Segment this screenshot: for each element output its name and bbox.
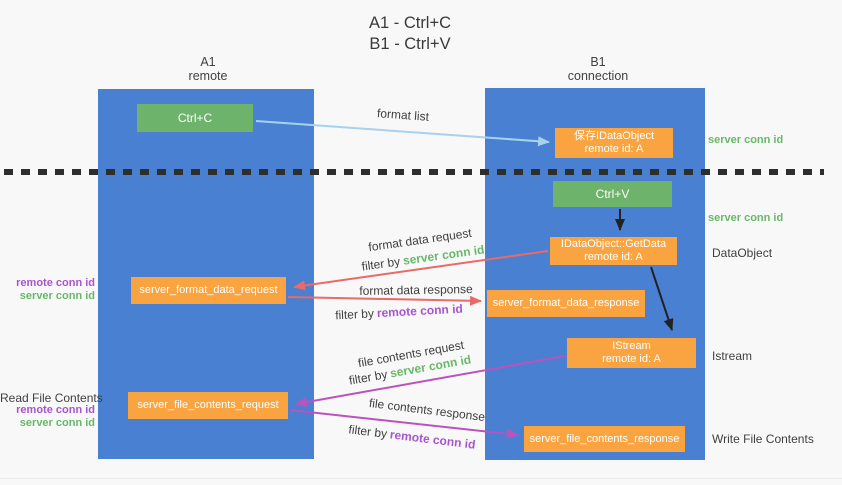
column-b1-role: connection xyxy=(567,69,629,83)
server-file-contents-request-box: server_file_contents_request xyxy=(128,392,288,419)
save-idataobject-box: 保存IDataObject remote id: A xyxy=(555,128,673,158)
server-format-data-request-label: server_format_data_request xyxy=(139,284,278,296)
file-contents-response-filter-label: filter byremote conn id xyxy=(348,422,476,451)
read-file-contents-label: Read File Contents xyxy=(0,391,103,405)
server-format-data-response-box: server_format_data_response xyxy=(487,290,645,317)
copy-paste-phase-separator xyxy=(4,169,824,175)
filter-by-text: filter by xyxy=(347,422,388,441)
server-conn-id-label-top: server conn id xyxy=(708,134,784,146)
save-idataobject-title: 保存IDataObject xyxy=(573,130,655,142)
istream-title: IStream xyxy=(612,340,651,352)
ctrl-v-label: Ctrl+V xyxy=(595,187,630,201)
istream-side-label: Istream xyxy=(712,349,753,363)
save-idataobject-remote-id: remote id: A xyxy=(584,143,644,155)
remote-conn-id-label-bottom: remote conn id xyxy=(16,404,95,416)
ctrl-c-box: Ctrl+C xyxy=(137,104,253,132)
left-conn-id-stack-bottom: remote conn id server conn id xyxy=(0,404,95,430)
remote-conn-id-label-mid: remote conn id xyxy=(16,277,95,289)
getdata-remote-id: remote id: A xyxy=(584,251,643,263)
server-file-contents-response-label: server_file_contents_response xyxy=(529,432,680,445)
filter-by-text: filter by xyxy=(360,254,402,274)
filter-by-text: filter by xyxy=(347,367,389,388)
server-conn-id-label-left-mid: server conn id xyxy=(19,290,95,302)
idataobject-getdata-box: IDataObject::GetData remote id: A xyxy=(550,237,677,265)
title-line-ctrl-v: B1 - Ctrl+V xyxy=(369,35,451,53)
bottom-divider xyxy=(0,478,842,479)
server-format-data-response-label: server_format_data_response xyxy=(492,297,640,309)
istream-remote-id: remote id: A xyxy=(602,353,661,365)
title-line-ctrl-c: A1 - Ctrl+C xyxy=(368,14,452,32)
format-data-response-label: format data response xyxy=(359,282,473,298)
dataobject-label: DataObject xyxy=(712,246,773,260)
istream-box: IStream remote id: A xyxy=(567,338,696,368)
column-header-a1-remote: A1 remote xyxy=(189,55,228,83)
server-file-contents-response-box: server_file_contents_response xyxy=(524,426,685,452)
remote-conn-id-filter-text: remote conn id xyxy=(389,427,477,452)
ctrl-c-label: Ctrl+C xyxy=(177,111,213,125)
file-contents-response-label: file contents response xyxy=(368,395,486,425)
diagram-title: A1 - Ctrl+C B1 - Ctrl+V xyxy=(369,13,451,55)
remote-conn-id-filter-text: remote conn id xyxy=(376,301,464,321)
left-conn-id-stack-mid: remote conn id server conn id xyxy=(0,277,95,303)
server-format-data-request-box: server_format_data_request xyxy=(131,277,286,304)
filter-by-text: filter by xyxy=(334,306,375,323)
column-header-b1-connection: B1 connection xyxy=(568,55,628,83)
getdata-title: IDataObject::GetData xyxy=(560,238,667,250)
column-b1-name: B1 xyxy=(590,55,606,69)
server-file-contents-request-label: server_file_contents_request xyxy=(137,399,279,411)
server-conn-id-label-mid: server conn id xyxy=(708,212,784,224)
write-file-contents-label: Write File Contents xyxy=(712,432,814,446)
column-a1-role: remote xyxy=(188,69,228,83)
format-list-label: format list xyxy=(376,106,430,124)
server-conn-id-label-left-bottom: server conn id xyxy=(19,417,95,429)
ctrl-v-box: Ctrl+V xyxy=(553,181,672,207)
column-a1-name: A1 xyxy=(200,55,216,69)
format-data-response-arrow xyxy=(287,295,482,306)
